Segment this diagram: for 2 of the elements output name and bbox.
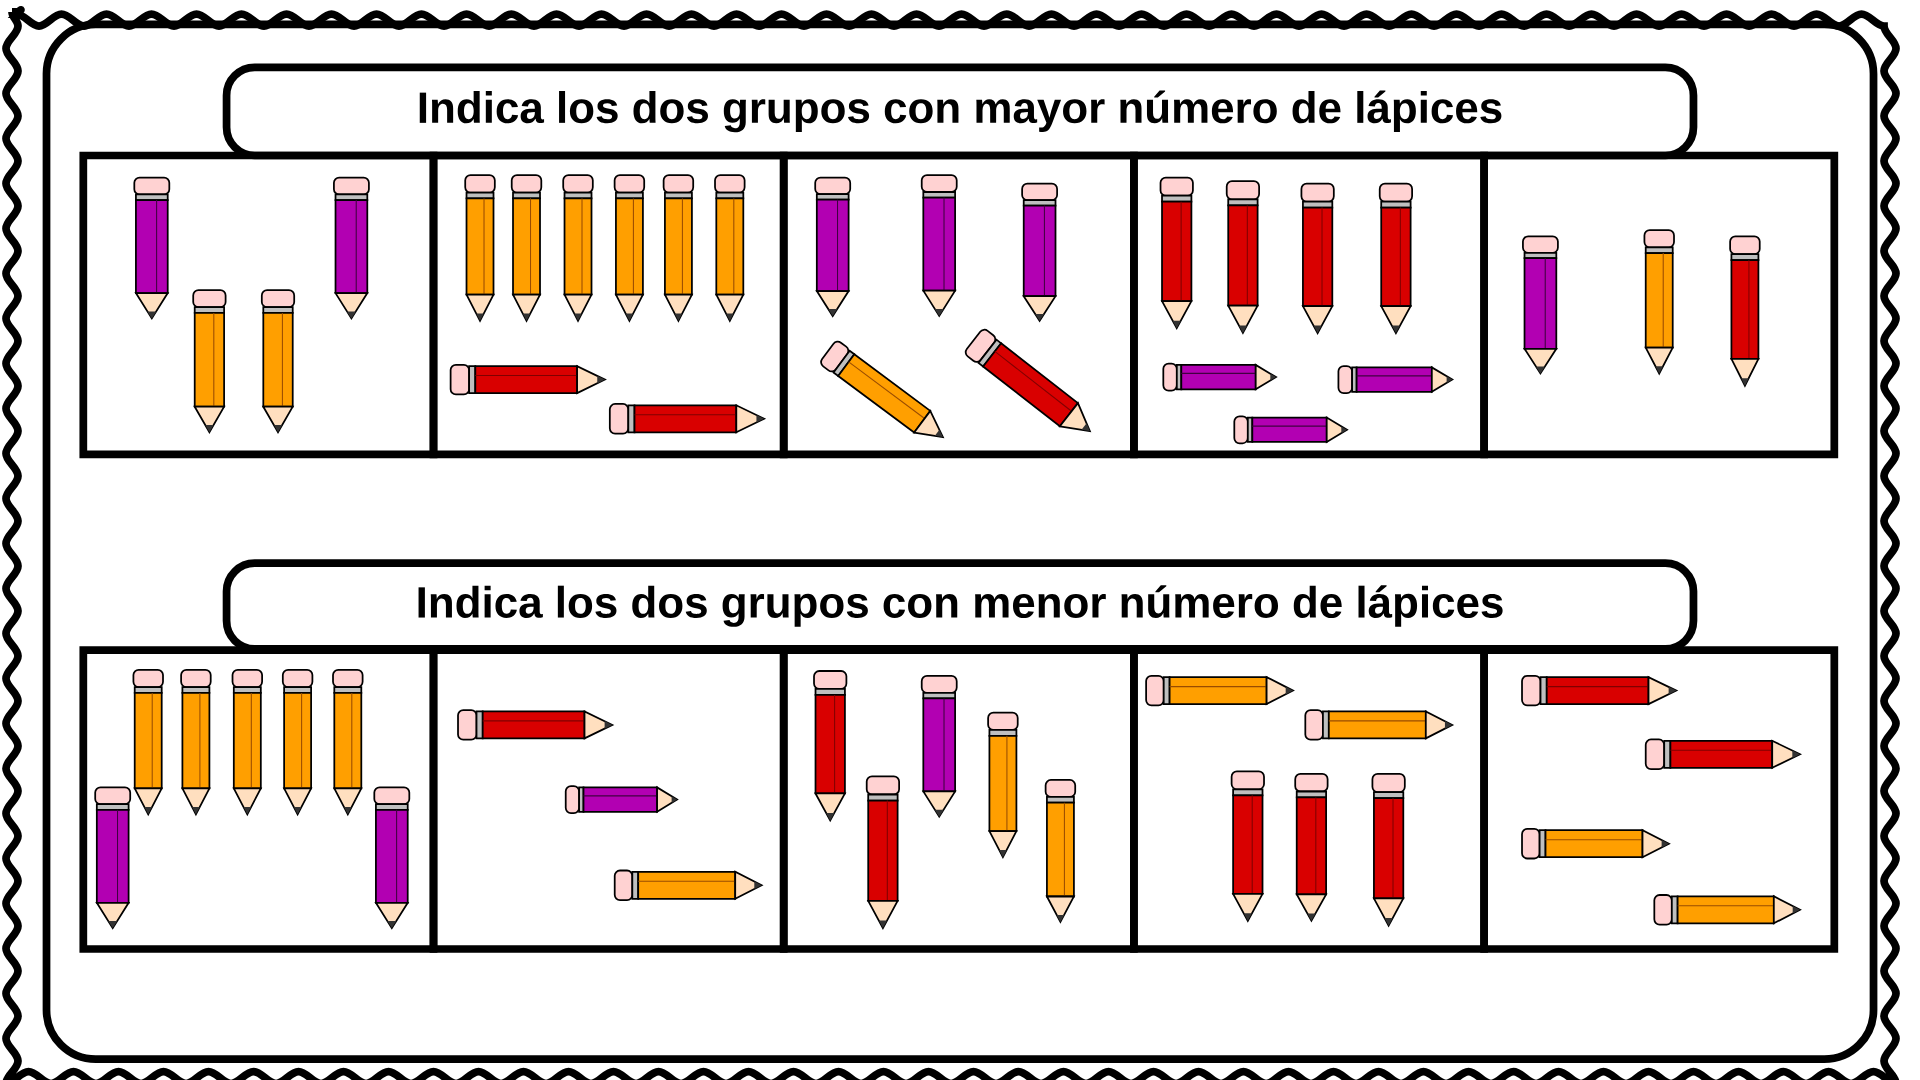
heading-box: Indica los dos grupos con mayor número de lápices (222, 63, 1698, 160)
heading-box: Indica los dos grupos con menor número de lápices (222, 559, 1698, 653)
